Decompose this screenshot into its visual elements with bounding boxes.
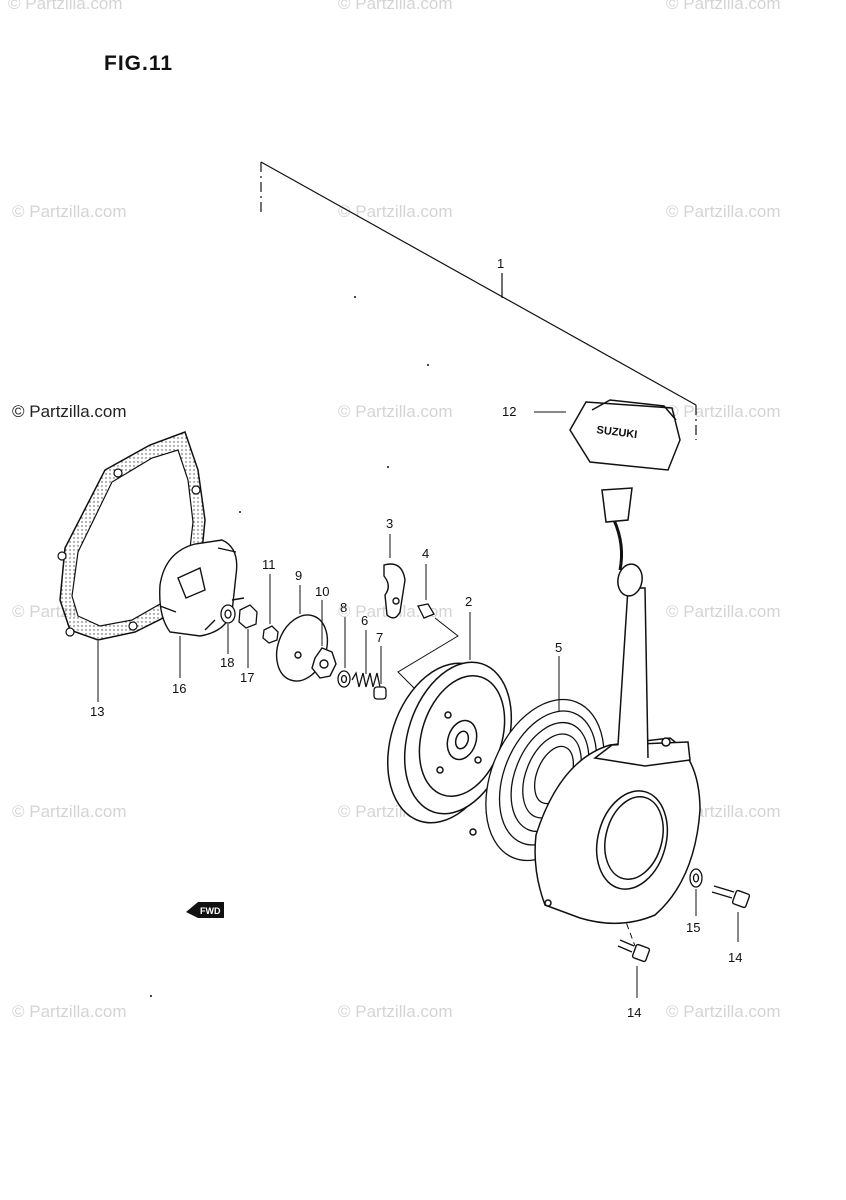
nut-11 <box>262 574 279 644</box>
callout-18: 18 <box>220 655 235 670</box>
bolt-14a <box>617 939 651 998</box>
dust-dots <box>150 296 429 997</box>
figure-title: FIG.11 <box>104 52 174 75</box>
callout-6: 6 <box>361 613 369 628</box>
callout-7: 7 <box>376 630 384 645</box>
watermark: © Partzilla.com <box>12 402 127 421</box>
fwd-arrow-icon: FWD <box>186 902 224 918</box>
callout-17: 17 <box>240 670 255 685</box>
callout-2: 2 <box>465 594 473 609</box>
watermark: © Partzilla.com <box>666 1002 781 1021</box>
callout-5: 5 <box>555 640 563 655</box>
watermark: © Partzilla.com <box>12 202 127 221</box>
watermark: © Partzilla.com <box>666 0 781 13</box>
callout-1: 1 <box>497 256 505 271</box>
fwd-label: FWD <box>200 906 221 916</box>
watermark: © Partzilla.com <box>12 802 127 821</box>
callout-14: 14 <box>728 950 743 965</box>
watermark: © Partzilla.com <box>666 602 781 621</box>
handle-12: SUZUKI <box>534 399 681 571</box>
callout-8: 8 <box>340 600 348 615</box>
callout-15: 15 <box>686 920 701 935</box>
washer-15 <box>689 868 703 916</box>
assembly-bracket <box>260 161 697 440</box>
handle-logo: SUZUKI <box>596 424 638 441</box>
callout-11: 11 <box>262 557 276 572</box>
callout-3: 3 <box>386 516 394 531</box>
callout-13: 13 <box>90 704 105 719</box>
callout-14: 14 <box>627 1005 642 1020</box>
nut-17 <box>238 604 258 668</box>
pawl-3 <box>383 534 406 619</box>
watermark: © Partzilla.com <box>338 202 453 221</box>
callout-16: 16 <box>172 681 187 696</box>
watermark: © Partzilla.com <box>8 0 123 13</box>
watermark: © Partzilla.com <box>666 202 781 221</box>
washer-8 <box>337 617 351 688</box>
spring-6 <box>351 630 381 688</box>
callout-10: 10 <box>315 584 330 599</box>
watermark: © Partzilla.com <box>338 1002 453 1021</box>
pin-4 <box>417 564 435 619</box>
washer-18 <box>220 604 236 654</box>
watermark: © Partzilla.com <box>338 0 453 13</box>
watermark: © Partzilla.com <box>666 402 781 421</box>
callout-4: 4 <box>422 546 430 561</box>
ratchet-10 <box>311 600 337 679</box>
bolt-14b <box>711 885 751 942</box>
pin-7 <box>373 646 387 700</box>
drive-cup-16 <box>159 539 245 678</box>
callout-9: 9 <box>295 568 303 583</box>
watermark: © Partzilla.com <box>12 1002 127 1021</box>
watermark: © Partzilla.com <box>338 402 453 421</box>
callout-12: 12 <box>502 404 517 419</box>
starter-case <box>469 563 701 925</box>
